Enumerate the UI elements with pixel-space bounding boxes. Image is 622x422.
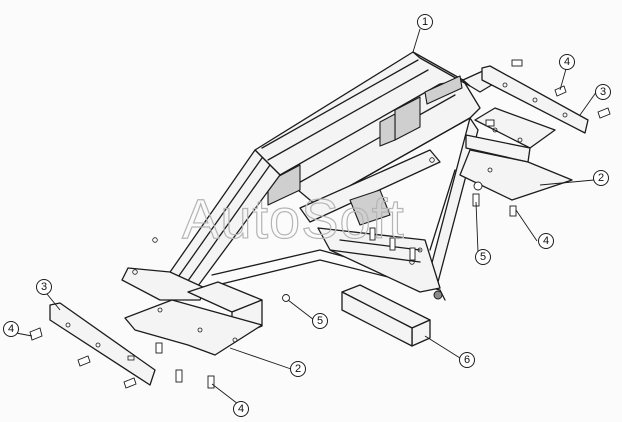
svg-text:4: 4	[564, 56, 570, 68]
callout-5-right: 5	[475, 249, 491, 265]
svg-text:4: 4	[238, 403, 244, 415]
callout-6: 6	[459, 352, 475, 368]
callout-5-center: 5	[312, 313, 328, 329]
svg-text:3: 3	[600, 86, 606, 98]
callout-4-left: 4	[3, 321, 19, 337]
callout-2-right: 2	[593, 170, 609, 186]
callout-2-bottom: 2	[290, 361, 306, 377]
svg-text:4: 4	[8, 323, 14, 335]
svg-text:6: 6	[464, 354, 470, 366]
svg-text:5: 5	[317, 315, 323, 327]
callout-1-top: 1	[417, 14, 433, 30]
svg-text:2: 2	[295, 363, 301, 375]
callout-3-right: 3	[595, 84, 611, 100]
block-part	[341, 284, 431, 347]
bracket-left-part	[124, 281, 263, 356]
svg-text:4: 4	[543, 235, 549, 247]
bracket-right-part	[459, 107, 573, 201]
main-frame-part	[121, 51, 501, 301]
svg-text:5: 5	[480, 251, 486, 263]
leader-lines	[15, 28, 598, 405]
callout-3-left: 3	[36, 279, 52, 295]
watermark-text: AutoSoft	[182, 187, 405, 250]
callout-4-top-right: 4	[559, 54, 575, 70]
callout-4-bottom: 4	[233, 401, 249, 417]
plate-left-part	[49, 302, 156, 386]
plate-right-part	[481, 65, 589, 134]
fasteners	[29, 59, 611, 389]
svg-text:1: 1	[422, 16, 428, 28]
svg-text:2: 2	[598, 172, 604, 184]
svg-text:3: 3	[41, 281, 47, 293]
callout-4-mid-right: 4	[538, 233, 554, 249]
